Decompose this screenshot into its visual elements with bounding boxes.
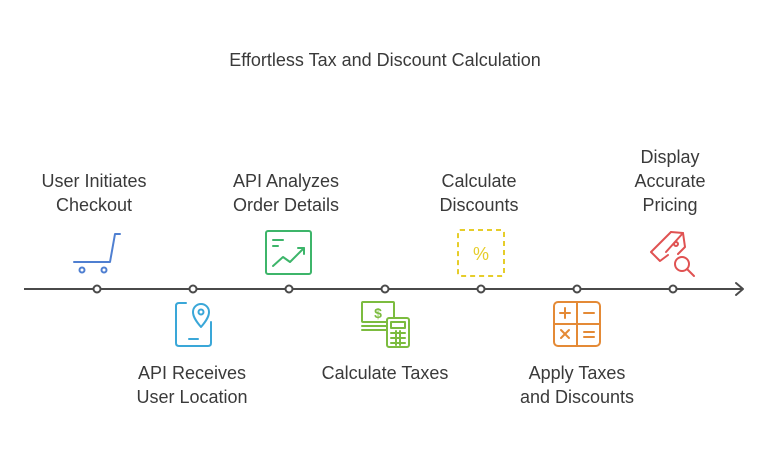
milestone-dot-4	[380, 284, 390, 294]
milestone-dot-3	[284, 284, 294, 294]
milestone-dot-5	[476, 284, 486, 294]
diagram-title: Effortless Tax and Discount Calculation	[229, 50, 541, 70]
svg-text:$: $	[374, 305, 382, 321]
timeline-arrowhead	[735, 282, 744, 296]
chart-doc-icon	[265, 230, 312, 275]
milestone-dot-2	[188, 284, 198, 294]
calculator-icon	[553, 301, 601, 347]
location-phone-icon	[175, 302, 212, 347]
step-label-api-receives-location: API Receives User Location	[136, 363, 248, 407]
step-label-apply-taxes-discounts: Apply Taxes and Discounts	[519, 363, 635, 407]
milestone-dots	[92, 284, 678, 294]
step-label-user-initiates-checkout: User Initiates Checkout	[41, 171, 147, 215]
milestone-dot-7	[668, 284, 678, 294]
step-label-display-pricing: Display Accurate Pricing	[634, 147, 706, 215]
percent-icon: %	[457, 229, 505, 277]
price-tag-search-icon	[650, 231, 695, 277]
step-label-api-analyzes-order: API Analyzes Order Details	[232, 171, 340, 215]
cart-icon	[73, 233, 121, 274]
step-label-calculate-taxes: Calculate Taxes	[321, 363, 449, 383]
svg-text:%: %	[473, 244, 489, 264]
milestone-dot-6	[572, 284, 582, 294]
milestone-dot-1	[92, 284, 102, 294]
money-calculator-icon: $	[361, 301, 410, 348]
step-label-calculate-discounts: Calculate Discounts	[439, 171, 519, 215]
